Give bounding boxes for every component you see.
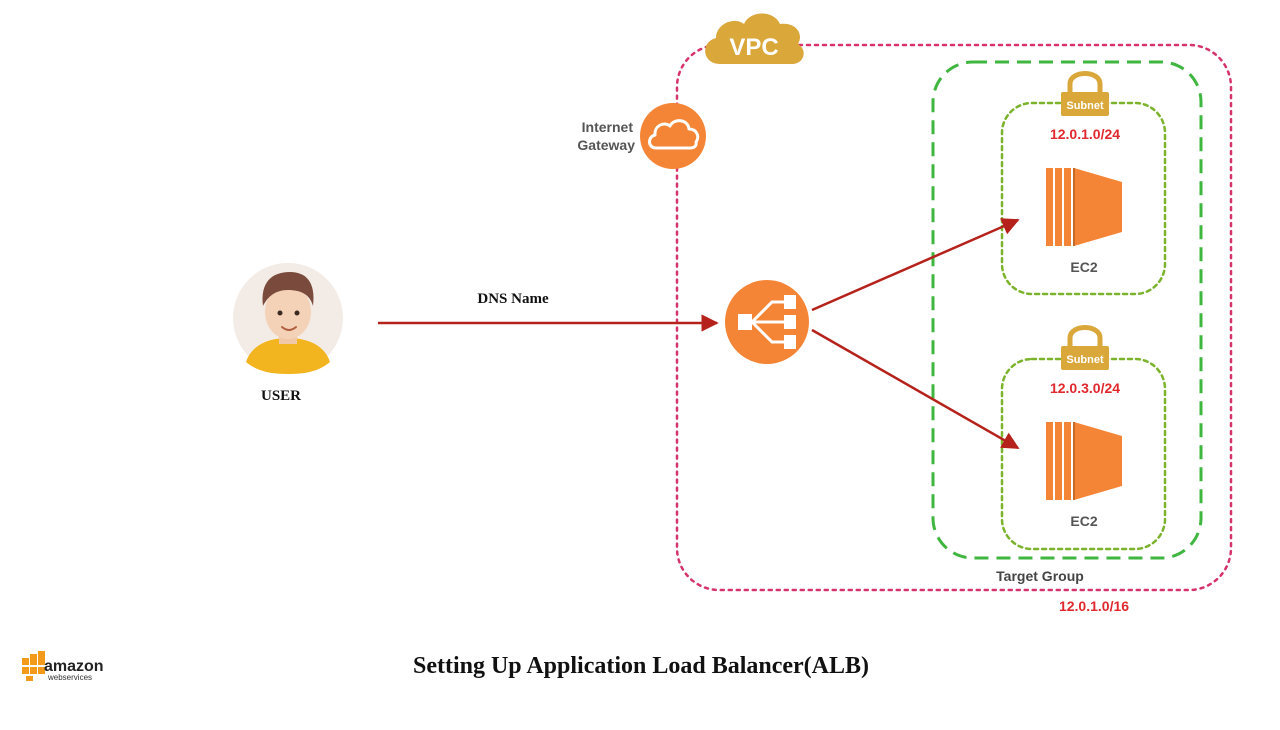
ec2-instance-1-icon <box>1046 168 1122 246</box>
subnet-2-cidr: 12.0.3.0/24 <box>1050 380 1120 396</box>
load-balancer-icon <box>725 280 809 364</box>
subnet-2-lock-icon <box>1061 325 1109 370</box>
ec2-instance-1-label: EC2 <box>1070 259 1097 275</box>
vpc-label: VPC <box>729 34 778 61</box>
user-avatar-icon <box>233 263 343 374</box>
ec2-instance-2-icon <box>1046 422 1122 500</box>
dns-name-label: DNS Name <box>477 291 549 307</box>
target-group-label: Target Group <box>996 568 1084 584</box>
alb-to-ec2-1-arrow <box>811 218 1020 312</box>
page-title: Setting Up Application Load Balancer(ALB… <box>413 653 869 679</box>
user-label: USER <box>261 388 301 404</box>
vpc-boundary <box>675 43 1233 592</box>
internet-gateway-icon <box>640 103 706 169</box>
subnet-1-lock-icon <box>1061 71 1109 116</box>
aws-cubes-icon <box>22 651 45 681</box>
vpc-cloud-icon <box>705 13 804 64</box>
aws-logo: amazon webservices <box>22 651 104 682</box>
internet-gateway-label-line2: Gateway <box>577 137 635 153</box>
alb-to-ec2-2-arrow <box>811 328 1020 450</box>
vpc-cidr: 12.0.1.0/16 <box>1059 598 1129 614</box>
ec2-instance-2-label: EC2 <box>1070 513 1097 529</box>
target-group-boundary <box>931 60 1203 560</box>
subnet-2-badge: Subnet <box>1066 354 1104 366</box>
subnet-1-cidr: 12.0.1.0/24 <box>1050 126 1120 142</box>
subnet-1-badge: Subnet <box>1066 100 1104 112</box>
internet-gateway-label-line1: Internet <box>582 119 634 135</box>
aws-logo-sub: webservices <box>47 673 92 682</box>
aws-logo-word: amazon <box>44 658 104 675</box>
